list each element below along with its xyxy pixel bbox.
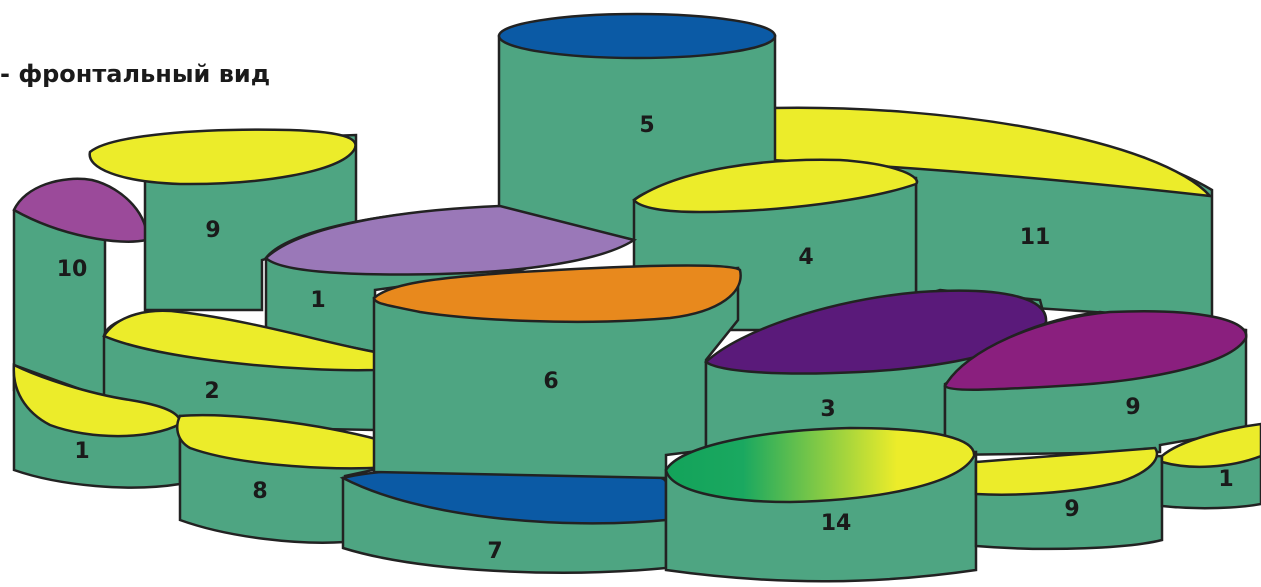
segment-7: 6	[372, 264, 742, 480]
segment-5-label: 4	[798, 245, 813, 270]
segment-10-label: 9	[1125, 395, 1140, 420]
segment-2-label: 1	[310, 288, 325, 313]
segment-8-label: 7	[487, 539, 502, 564]
segment-6-label: 5	[639, 113, 654, 138]
segment-1-right-label: 1	[1218, 467, 1233, 492]
segment-9-right-label: 9	[1064, 497, 1079, 522]
segment-1-right: 1	[1160, 422, 1261, 510]
segment-8: 7	[339, 466, 668, 574]
segment-11-label: 9	[205, 218, 220, 243]
segment-13: 11	[768, 106, 1214, 322]
segment-3: 2	[102, 309, 377, 432]
segment-3-label: 2	[204, 379, 219, 404]
segment-11: 9	[88, 128, 358, 312]
segment-14: 14	[664, 426, 978, 583]
segment-9-right: 9	[974, 446, 1164, 551]
segment-13-label: 11	[1020, 225, 1051, 250]
segment-4-label: 3	[820, 397, 835, 422]
segment-2: 1	[264, 204, 638, 354]
segment-12-label: 10	[57, 257, 88, 282]
segment-10: 9	[943, 310, 1248, 457]
segment-12: 10	[12, 177, 151, 397]
segment-1-left: 1	[12, 363, 182, 489]
diagram-title: - фронтальный вид	[0, 60, 271, 88]
segment-9-left-label: 8	[252, 479, 267, 504]
segment-7-label: 6	[543, 369, 558, 394]
segment-1-left-label: 1	[74, 439, 89, 464]
segment-14-label: 14	[821, 511, 852, 536]
